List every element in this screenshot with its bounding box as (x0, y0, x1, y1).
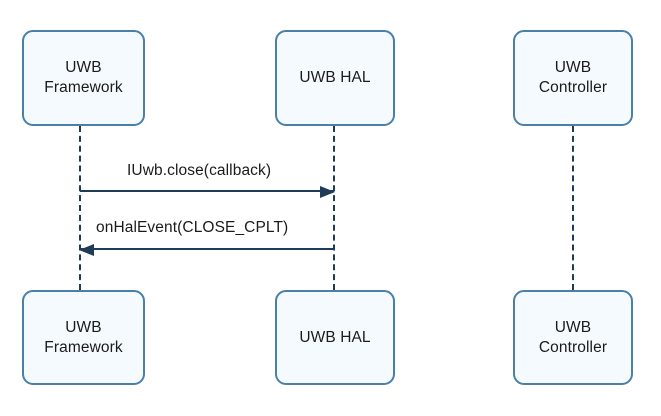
participant-label-uwb-controller-bottom: UWB Controller (538, 318, 608, 356)
message-label-onhalevent-close-cplt: onHalEvent(CLOSE_CPLT) (96, 219, 289, 236)
participant-box-uwb-controller-top[interactable]: UWB Controller (513, 30, 633, 126)
arrowhead-left-icon (79, 244, 94, 256)
participant-label-uwb-controller-top: UWB Controller (538, 59, 608, 96)
arrowhead-right-icon (320, 186, 335, 198)
participant-box-uwb-controller-bottom[interactable]: UWB Controller (513, 290, 633, 385)
participant-box-uwb-framework-bottom[interactable]: UWB Framework (22, 290, 145, 385)
participant-box-uwb-framework-top[interactable]: UWB Framework (22, 30, 145, 126)
participant-label-uwb-hal-top: UWB HAL (299, 69, 371, 87)
participant-box-uwb-hal-top[interactable]: UWB HAL (275, 30, 395, 126)
message-label-iuwb-close: IUwb.close(callback) (127, 162, 272, 179)
lifeline-uwb-controller (572, 126, 574, 290)
participant-label-uwb-hal-bottom: UWB HAL (299, 328, 371, 346)
message-arrow-iuwb-close[interactable] (80, 186, 335, 198)
participant-label-uwb-framework-top: UWB Framework (44, 59, 123, 96)
participant-label-uwb-framework-bottom: UWB Framework (44, 318, 123, 356)
lifeline-uwb-framework (79, 126, 81, 290)
lifeline-uwb-hal (333, 126, 335, 290)
participant-box-uwb-hal-bottom[interactable]: UWB HAL (275, 290, 395, 385)
message-arrow-onhalevent-close-cplt[interactable] (79, 244, 334, 256)
